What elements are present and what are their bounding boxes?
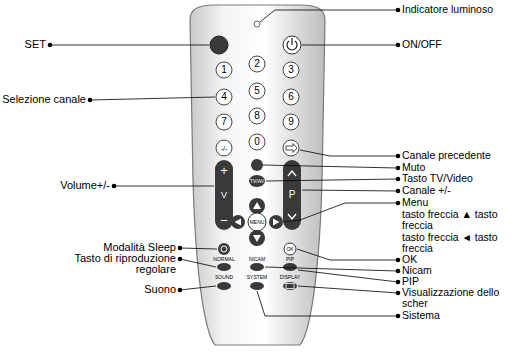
key-text: SYSTEM: [247, 275, 268, 280]
callout-label: Modalità Sleep: [103, 242, 176, 253]
key-text: 9: [288, 117, 294, 127]
callout-label: OK: [402, 254, 417, 265]
callout-label: Canale +/-: [402, 185, 451, 196]
key-text: 6: [288, 92, 294, 102]
key-text: P: [289, 190, 296, 200]
key-text: −: [220, 214, 228, 227]
key-text: V: [221, 191, 227, 200]
key-text: 4: [221, 92, 227, 102]
key-text: +: [220, 164, 228, 177]
key-text: 7: [221, 117, 227, 127]
key-text: -/-: [221, 145, 228, 152]
key-text: MENU: [250, 220, 265, 225]
callout-label: Tasto di riproduzione regolare: [51, 253, 176, 275]
key-text: NICAM: [249, 257, 265, 262]
key-text: 2: [254, 59, 260, 69]
callout-label: Nicam: [402, 265, 432, 276]
callout-label: tasto freccia ▲ tasto freccia: [402, 209, 510, 231]
callout-label: Volume+/-: [60, 180, 110, 191]
callout-label: Visualizzazione dello scher: [402, 287, 510, 309]
callout-label: Tasto TV/Video: [402, 173, 473, 184]
callout-label: Muto: [402, 162, 425, 173]
key-text: PIP: [286, 257, 294, 262]
callout-label: Sistema: [402, 310, 440, 321]
key-text: 3: [288, 65, 294, 75]
key-text: OK: [286, 247, 293, 252]
callout-label: Indicatore luminoso: [402, 4, 493, 15]
callout-label: Menu: [402, 197, 428, 208]
key-text: 8: [254, 111, 260, 121]
callout-label: Canale precedente: [402, 150, 491, 161]
key-text: 5: [254, 86, 260, 96]
key-text: NORMAL: [213, 257, 234, 262]
callout-label: SET: [25, 39, 46, 50]
callout-label: PIP: [402, 276, 419, 287]
callout-label: Selezione canale: [2, 94, 86, 105]
key-text: 0: [254, 137, 260, 147]
callout-label: ON/OFF: [402, 39, 442, 50]
key-text: DISPLAY: [280, 275, 301, 280]
key-text: 1: [221, 65, 227, 75]
callout-label: tasto freccia ◄ tasto freccia: [402, 232, 510, 254]
key-text: SOUND: [215, 275, 233, 280]
callout-label: Suono: [144, 284, 176, 295]
key-text: TV/AV: [250, 179, 264, 184]
